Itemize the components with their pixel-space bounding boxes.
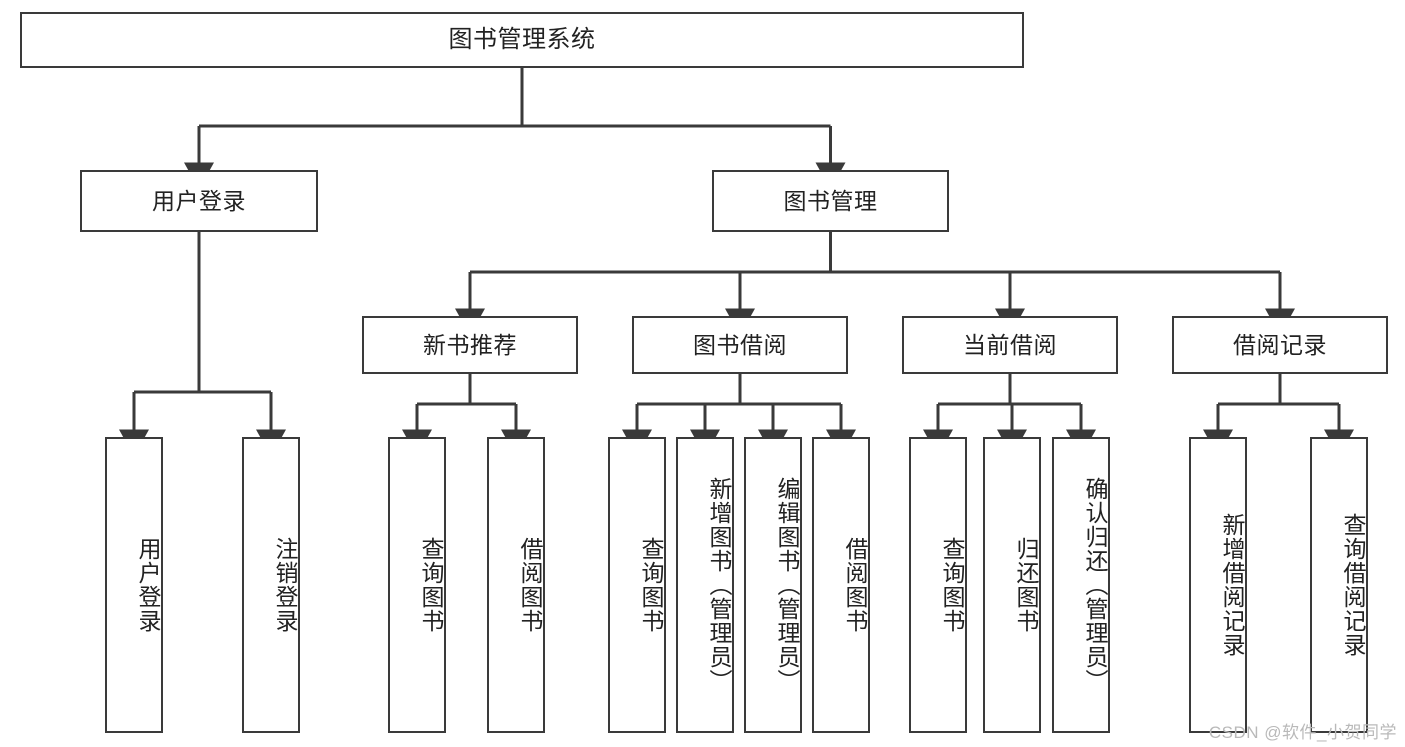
node-new-book-recommend[interactable]: 新书推荐 xyxy=(362,316,578,374)
node-user-login-label: 用户登录 xyxy=(152,187,246,214)
node-leaf-add-book[interactable]: 新增图书（管理员） xyxy=(676,437,734,733)
node-leaf-query-book-current-label: 查询图书 xyxy=(939,537,965,633)
node-leaf-return-book-label: 归还图书 xyxy=(1013,537,1039,633)
node-current-borrow[interactable]: 当前借阅 xyxy=(902,316,1118,374)
node-leaf-borrow-book-label: 借阅图书 xyxy=(842,537,868,633)
node-leaf-confirm-return[interactable]: 确认归还（管理员） xyxy=(1052,437,1110,733)
node-leaf-borrow-book[interactable]: 借阅图书 xyxy=(812,437,870,733)
node-root-label: 图书管理系统 xyxy=(448,26,596,54)
node-leaf-query-book-borrow-label: 查询图书 xyxy=(638,537,664,633)
node-leaf-user-login-label: 用户登录 xyxy=(135,537,161,633)
node-user-login[interactable]: 用户登录 xyxy=(80,170,318,232)
node-leaf-borrow-book-rec[interactable]: 借阅图书 xyxy=(487,437,545,733)
node-leaf-logout-label: 注销登录 xyxy=(272,537,298,633)
node-leaf-return-book[interactable]: 归还图书 xyxy=(983,437,1041,733)
node-leaf-add-record[interactable]: 新增借阅记录 xyxy=(1189,437,1247,733)
node-leaf-query-book-rec[interactable]: 查询图书 xyxy=(388,437,446,733)
node-leaf-add-record-label: 新增借阅记录 xyxy=(1219,513,1245,657)
node-leaf-add-book-label: 新增图书（管理员） xyxy=(706,477,732,693)
node-leaf-query-record[interactable]: 查询借阅记录 xyxy=(1310,437,1368,733)
node-book-borrow[interactable]: 图书借阅 xyxy=(632,316,848,374)
node-new-book-recommend-label: 新书推荐 xyxy=(423,331,517,358)
node-leaf-confirm-return-label: 确认归还（管理员） xyxy=(1082,477,1108,693)
node-borrow-record-label: 借阅记录 xyxy=(1233,331,1327,358)
node-root[interactable]: 图书管理系统 xyxy=(20,12,1024,68)
node-leaf-query-book-current[interactable]: 查询图书 xyxy=(909,437,967,733)
node-borrow-record[interactable]: 借阅记录 xyxy=(1172,316,1388,374)
node-book-borrow-label: 图书借阅 xyxy=(693,331,787,358)
node-leaf-query-book-borrow[interactable]: 查询图书 xyxy=(608,437,666,733)
node-leaf-edit-book[interactable]: 编辑图书（管理员） xyxy=(744,437,802,733)
node-leaf-logout[interactable]: 注销登录 xyxy=(242,437,300,733)
node-book-management-label: 图书管理 xyxy=(783,187,878,214)
node-book-management[interactable]: 图书管理 xyxy=(712,170,949,232)
node-leaf-query-record-label: 查询借阅记录 xyxy=(1340,513,1366,657)
node-leaf-user-login[interactable]: 用户登录 xyxy=(105,437,163,733)
node-current-borrow-label: 当前借阅 xyxy=(963,331,1057,358)
node-leaf-borrow-book-rec-label: 借阅图书 xyxy=(517,537,543,633)
watermark: CSDN @软件_小贺同学 xyxy=(1208,723,1397,742)
node-leaf-edit-book-label: 编辑图书（管理员） xyxy=(774,477,800,693)
node-leaf-query-book-rec-label: 查询图书 xyxy=(418,537,444,633)
